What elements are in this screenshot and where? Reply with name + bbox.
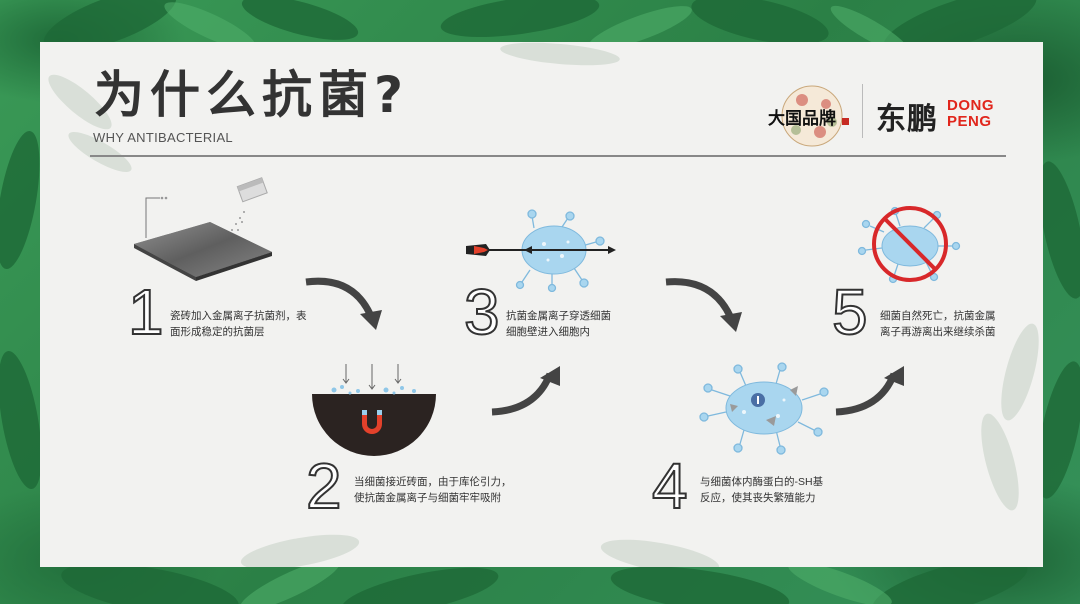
ion-reaction-bacterium-illustration [680, 360, 840, 460]
step-5-number: 5 [832, 280, 868, 344]
step-4-number: 4 [652, 454, 688, 518]
step-1-line-2: 面形成稳定的抗菌层 [170, 324, 340, 340]
partner-brand-logo: 大国品牌 [762, 82, 854, 150]
brand-name-en-line2: PENG [947, 114, 992, 129]
content-card: 为什么抗菌? WHY ANTIBACTERIAL 大国品牌 东鹏 DONG PE… [40, 42, 1043, 567]
step-3-description: 抗菌金属离子穿透细菌 细胞壁进入细胞内 [506, 308, 656, 340]
step-4-line-2: 反应，使其丧失繁殖能力 [700, 490, 870, 506]
step-1-line-1: 瓷砖加入金属离子抗菌剂，表 [170, 308, 340, 324]
step-4-description: 与细菌体内酶蛋白的-SH基 反应，使其丧失繁殖能力 [700, 474, 870, 506]
step-1-description: 瓷砖加入金属离子抗菌剂，表 面形成稳定的抗菌层 [170, 308, 340, 340]
step-2-number: 2 [306, 454, 342, 518]
step-3-line-2: 细胞壁进入细胞内 [506, 324, 656, 340]
page-subtitle: WHY ANTIBACTERIAL [93, 130, 233, 145]
page-title: 为什么抗菌? [94, 70, 409, 120]
flow-arrow-2-to-3 [488, 362, 564, 418]
brand-name-cn: 东鹏 [876, 94, 938, 138]
header-divider [90, 155, 1006, 157]
magnet-bowl-illustration [306, 360, 442, 460]
step-4-line-1: 与细菌体内酶蛋白的-SH基 [700, 474, 870, 490]
brand-name-en-line1: DONG [947, 98, 994, 113]
logo-divider [862, 84, 863, 138]
flow-arrow-3-to-4 [664, 276, 744, 334]
step-5-line-2: 离子再游离出来继续杀菌 [880, 324, 1030, 340]
step-2-line-2: 使抗菌金属离子与细菌牢牢吸附 [354, 490, 544, 506]
step-5-line-1: 细菌自然死亡，抗菌金属 [880, 308, 1030, 324]
step-1-number: 1 [128, 280, 164, 344]
svg-text:大国品牌: 大国品牌 [768, 108, 836, 129]
step-2-line-1: 当细菌接近砖面，由于库伦引力， [354, 474, 544, 490]
flow-arrow-4-to-5 [832, 362, 908, 418]
step-3-number: 3 [464, 280, 500, 344]
tile-powder-illustration [132, 172, 292, 282]
dead-bacterium-no-sign-illustration [852, 202, 962, 286]
step-3-line-1: 抗菌金属离子穿透细菌 [506, 308, 656, 324]
step-5-description: 细菌自然死亡，抗菌金属 离子再游离出来继续杀菌 [880, 308, 1030, 340]
step-2-description: 当细菌接近砖面，由于库伦引力， 使抗菌金属离子与细菌牢牢吸附 [354, 474, 544, 506]
